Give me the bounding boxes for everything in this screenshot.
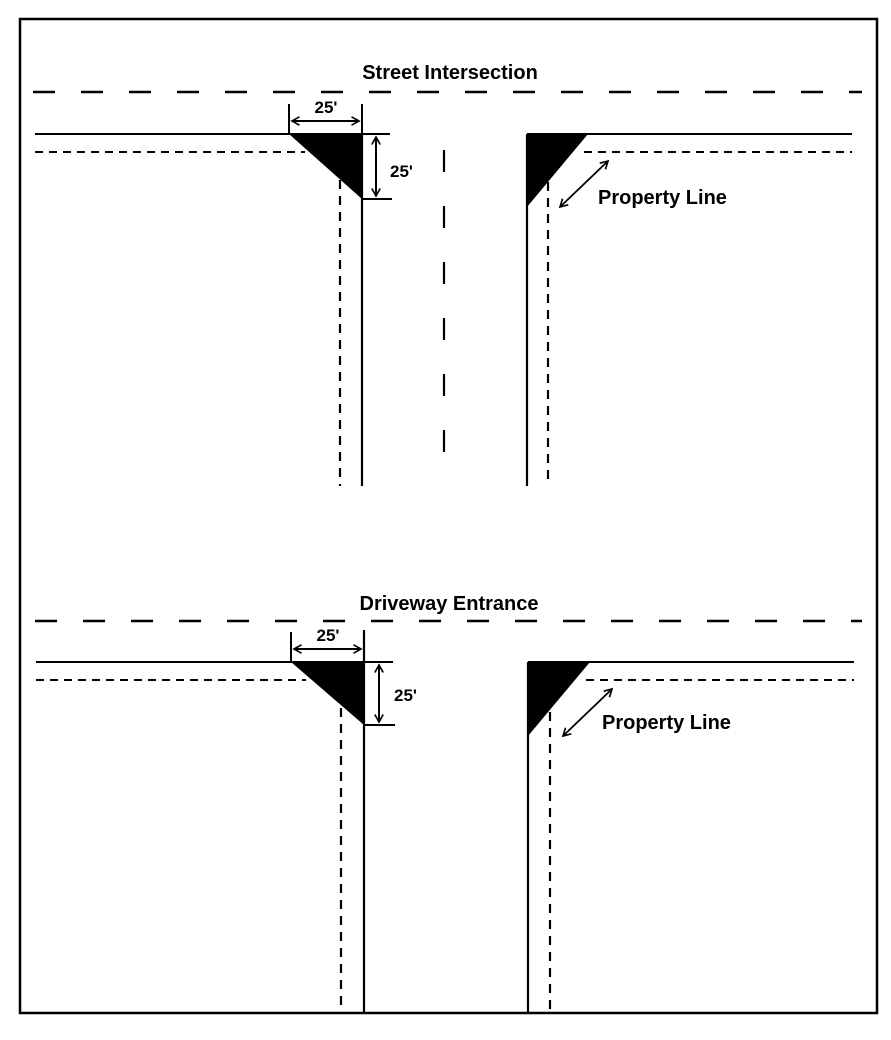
dimension-label-vertical: 25' (390, 162, 413, 181)
dimension-label-horizontal: 25' (315, 98, 338, 117)
panel-street-intersection: Street Intersection 25' 25' (33, 62, 862, 486)
sight-triangle-right (527, 134, 588, 207)
sight-triangle-right (528, 662, 590, 736)
property-line-arrow (560, 161, 608, 207)
dimension-label-horizontal: 25' (317, 626, 340, 645)
panel-title: Street Intersection (362, 62, 538, 84)
property-line-arrow (563, 689, 612, 736)
sight-triangle-left (289, 134, 362, 199)
sight-triangle-left (291, 662, 364, 725)
panel-title: Driveway Entrance (360, 593, 539, 615)
property-line-label: Property Line (602, 712, 731, 734)
dimension-label-vertical: 25' (394, 686, 417, 705)
property-line-label: Property Line (598, 187, 727, 209)
panel-driveway-entrance: Driveway Entrance 25' 25' Property Line (35, 593, 862, 1013)
outer-frame (18, 17, 879, 1015)
